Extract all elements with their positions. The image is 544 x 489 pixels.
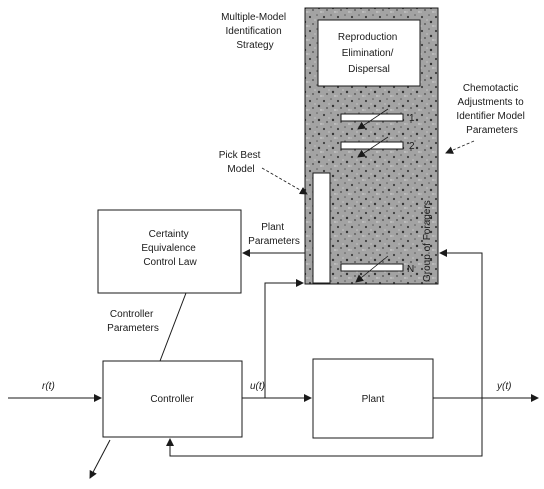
certainty-equivalence-label: Certainty Equivalence Control Law: [141, 229, 198, 268]
controller-adjust-arrow: [90, 440, 110, 478]
output-to-identifier-line: [440, 253, 482, 398]
strategy-label: Multiple-Model Identification Strategy: [221, 12, 289, 51]
reference-label: r(t): [42, 381, 55, 392]
controller-parameters-line: [160, 293, 186, 361]
pick-best-label: Pick Best Model: [219, 150, 263, 175]
pick-best-arrow: [262, 168, 307, 194]
plant-label: Plant: [362, 394, 385, 405]
plant-parameters-label: Plant Parameters: [248, 222, 300, 247]
chemotactic-label: Chemotactic Adjustments to Identifier Mo…: [456, 83, 527, 136]
output-label: y(t): [496, 381, 511, 392]
pick-best-model-box: [313, 173, 330, 283]
control-to-identifier-line: [265, 283, 303, 398]
identifier-number-2: 2: [409, 141, 415, 152]
group-of-foragers-label: Group of Foragers: [422, 200, 433, 282]
control-label: u(t): [250, 381, 265, 392]
identifier-number-1: 1: [409, 113, 415, 124]
identifier-number-n: N: [407, 264, 414, 275]
controller-parameters-label: Controller Parameters: [107, 309, 159, 334]
chemotactic-arrow: [446, 141, 474, 153]
controller-label: Controller: [150, 394, 194, 405]
identifier-model-n: [341, 264, 403, 271]
